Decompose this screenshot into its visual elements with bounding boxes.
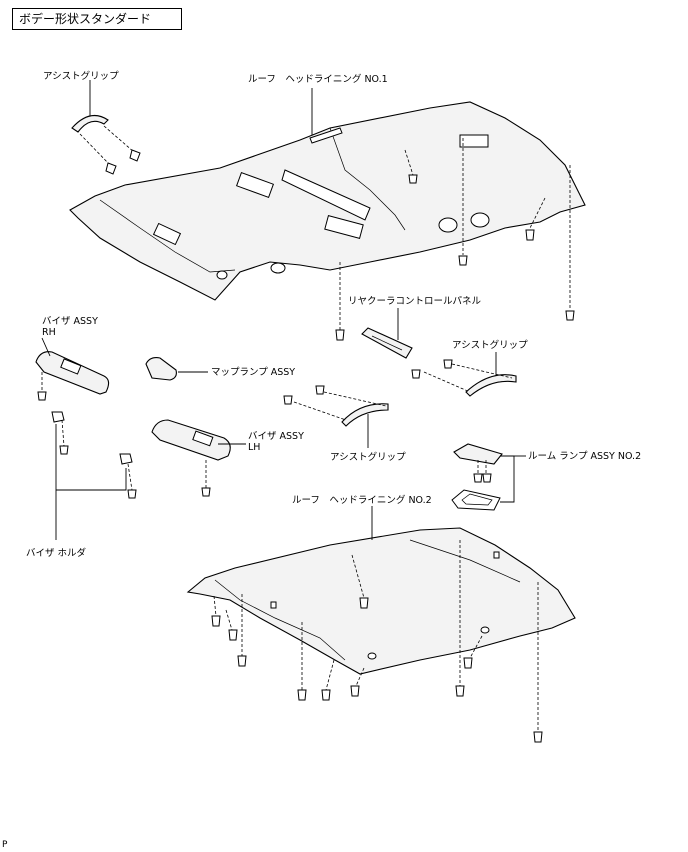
visor-rh: バイザ ASSY RH: [35, 316, 110, 401]
label-assist-grip-top: アシストグリップ: [43, 70, 119, 82]
label-rear-cooler-panel: リヤクーラコントロールパネル: [348, 296, 482, 307]
room-lamp-no2: ルーム ランプ ASSY NO.2: [451, 443, 641, 511]
map-lamp: マップランプ ASSY: [145, 357, 295, 381]
label-assist-grip-right: アシストグリップ: [452, 339, 528, 351]
label-visor-rh-line1: バイザ ASSY: [42, 316, 98, 327]
visor-holder: バイザ ホルダ: [26, 411, 137, 559]
label-map-lamp: マップランプ ASSY: [211, 367, 295, 378]
rear-cooler-control-panel: リヤクーラコントロールパネル: [348, 296, 482, 359]
label-visor-rh-line2: RH: [42, 327, 56, 338]
label-roof-headlining-no1: ルーフ ヘッドライニング NO.1: [248, 73, 388, 85]
roof-headlining-no1: [69, 101, 586, 301]
label-visor-lh-line2: LH: [248, 442, 260, 453]
assist-grip-right: アシストグリップ: [411, 339, 528, 397]
label-visor-lh-line1: バイザ ASSY: [248, 431, 304, 442]
clip-fasteners-no1: [335, 138, 575, 341]
clip-fasteners-no2: [211, 540, 543, 743]
label-room-lamp-no2: ルーム ランプ ASSY NO.2: [528, 451, 641, 462]
label-assist-grip-center: アシストグリップ: [330, 451, 406, 463]
page-title: ボデー形状スタンダード: [12, 8, 182, 30]
footer-mark: P: [2, 840, 8, 850]
visor-lh: バイザ ASSY LH: [151, 419, 304, 497]
callout-roof-no2: ルーフ ヘッドライニング NO.2: [292, 494, 432, 540]
assist-grip-center: アシストグリップ: [283, 385, 406, 463]
roof-headlining-no2: [186, 527, 576, 675]
assist-grip-top: アシストグリップ: [43, 70, 141, 175]
label-roof-headlining-no2: ルーフ ヘッドライニング NO.2: [292, 494, 432, 506]
label-visor-holder: バイザ ホルダ: [26, 547, 87, 559]
callout-roof-no1: ルーフ ヘッドライニング NO.1: [248, 73, 388, 135]
